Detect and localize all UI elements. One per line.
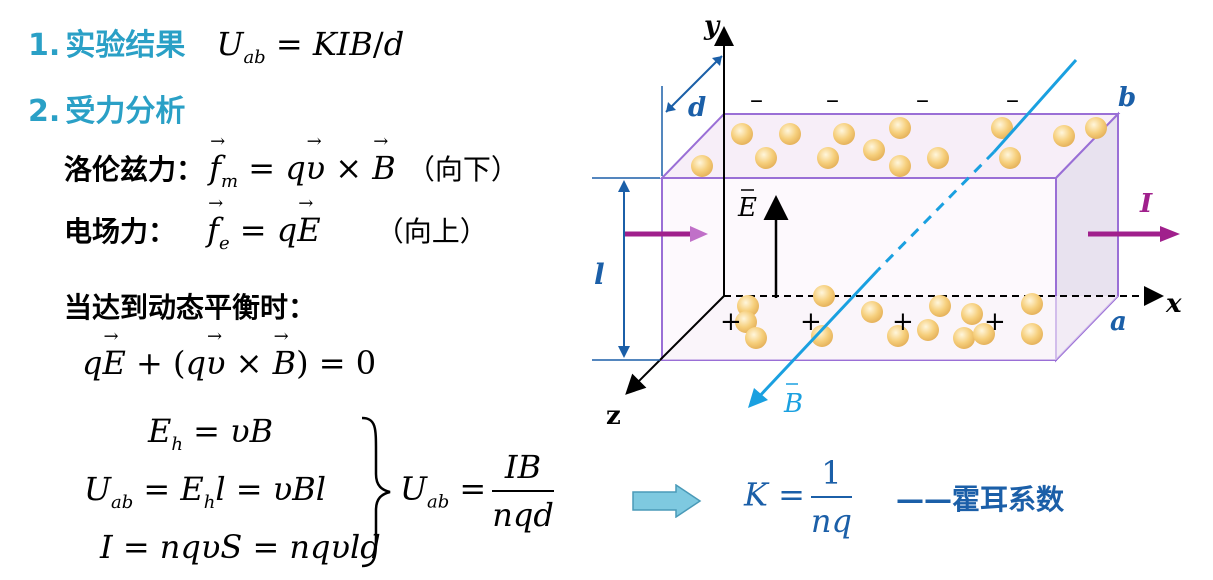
svg-text:–: –	[750, 85, 763, 115]
magnetic-field-arrowhead	[748, 388, 768, 408]
voltage-equation: Uab = Ehl = υBl	[84, 470, 326, 513]
current-out-arrowhead	[1160, 226, 1180, 242]
magnetic-field-line-top	[992, 59, 1078, 153]
lorentz-force-formula: fm = qυ × B	[209, 131, 396, 192]
electric-force-label: 电场力：	[64, 215, 177, 248]
z-axis	[625, 295, 725, 395]
heading-label: 受力分析	[65, 94, 186, 129]
top-particles	[691, 117, 1107, 177]
d-dimension-line	[665, 55, 723, 113]
equilibrium-equation: qE + (qυ × B) = 0	[82, 326, 376, 382]
magnetic-field-line-hidden	[876, 150, 996, 272]
box-bottom-face	[662, 296, 1118, 360]
svg-text:–: –	[826, 85, 839, 115]
electric-force-line: 电场力： fe = qE （向上）	[64, 193, 488, 254]
svg-text:–: –	[1006, 85, 1019, 115]
magnetic-field-label: B	[783, 389, 803, 419]
implies-arrow-icon	[632, 484, 702, 518]
right-brace	[361, 416, 391, 568]
svg-text:+: +	[892, 307, 914, 337]
hall-coefficient-text: ——霍耳系数	[896, 483, 1065, 516]
lorentz-force-direction: （向下）	[406, 153, 519, 186]
y-axis-label: y	[703, 11, 721, 41]
equilibrium-label: 当达到动态平衡时：	[64, 291, 317, 324]
x-axis-label: x	[1165, 289, 1182, 319]
electric-force-direction: （向上）	[375, 215, 488, 248]
heading-experiment-result: 1. 实验结果 Uab = KIB/d	[28, 20, 404, 68]
lorentz-force-label: 洛伦兹力：	[64, 153, 205, 186]
current-label: I	[1139, 189, 1153, 219]
magnetic-field-line-bottom	[754, 268, 880, 402]
svg-text:+: +	[720, 307, 742, 337]
bottom-particles	[735, 285, 1043, 349]
svg-text:+: +	[984, 307, 1006, 337]
corner-a-label: a	[1110, 307, 1127, 337]
svg-text:+: +	[800, 307, 822, 337]
heading-force-analysis: 2. 受力分析	[28, 86, 185, 130]
heading-number: 1.	[28, 28, 61, 63]
field-equation: Eh = υB	[148, 412, 274, 455]
z-axis-label: z	[606, 401, 621, 431]
lorentz-force-line: 洛伦兹力： fm = qυ × B （向下）	[64, 131, 519, 192]
thickness-label: d	[688, 93, 706, 123]
electric-force-formula: fe = qE	[207, 193, 321, 254]
equilibrium-line: 当达到动态平衡时：	[64, 286, 316, 326]
hall-voltage-formula: Uab = KIB/d	[216, 25, 405, 68]
current-in-arrowhead	[690, 226, 708, 242]
current-equation: I = nqυS = nqυld	[100, 528, 381, 566]
bottom-charges: + + + +	[720, 307, 1006, 337]
height-label: l	[594, 258, 605, 291]
top-charges: – – – –	[750, 85, 1019, 115]
svg-text:–: –	[916, 85, 929, 115]
corner-b-label: b	[1118, 83, 1136, 113]
electric-field-label: E	[737, 193, 757, 223]
heading-number: 2.	[28, 94, 61, 129]
hall-coefficient-label: ——霍耳系数	[896, 478, 1064, 518]
heading-label: 实验结果	[65, 28, 186, 63]
